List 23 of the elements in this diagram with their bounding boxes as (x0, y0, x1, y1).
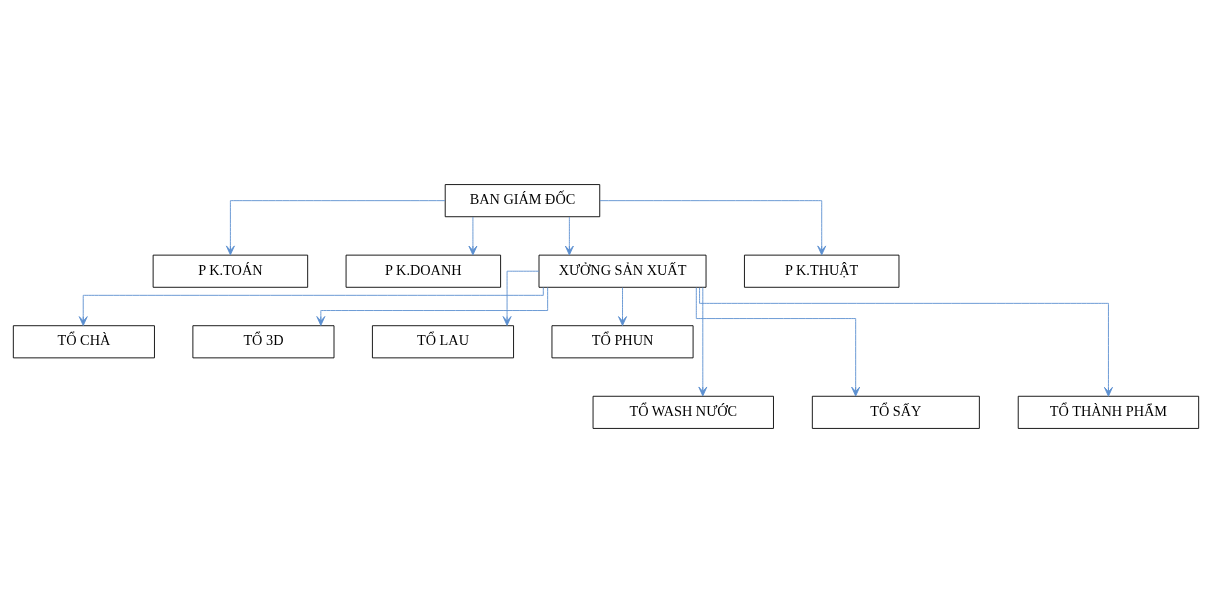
arrow (225, 199, 446, 255)
node-box: P K.THUẬT (744, 254, 900, 288)
node-box: TỔ PHUN (551, 324, 694, 358)
node-box: P K.TOÁN (152, 254, 309, 288)
arrow (564, 216, 574, 255)
node-box: TỔ 3D (192, 324, 335, 358)
arrow (698, 286, 708, 396)
node-box: TỔ WASH NƯỚC (592, 395, 774, 429)
node-box: P K.DOANH (345, 254, 502, 288)
node-box: TỔ CHÀ (12, 324, 155, 358)
node-box: BAN GIÁM ĐỐC (444, 183, 601, 217)
node-box: XƯỞNG SẢN XUẤT (538, 254, 707, 288)
node-box: TỔ THÀNH PHẨM (1017, 395, 1200, 429)
arrow (316, 286, 549, 326)
arrow (468, 216, 478, 255)
arrow (618, 286, 627, 326)
node-box: TỔ SẤY (811, 395, 980, 429)
arrow (695, 286, 861, 396)
arrow (502, 270, 540, 326)
arrow (599, 199, 827, 255)
arrow (699, 286, 1113, 397)
node-box: TỔ LAU (371, 324, 514, 358)
arrow (78, 286, 544, 326)
